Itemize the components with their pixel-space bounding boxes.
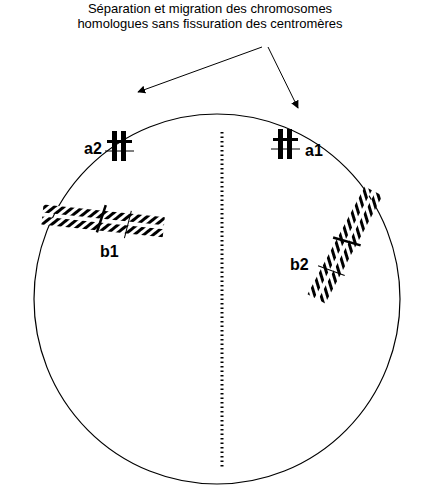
chromosome-label: a1 <box>305 142 323 160</box>
chromosome-a1 <box>271 129 300 159</box>
callout-note: Séparation et migration des chromosomes … <box>60 2 360 32</box>
chromosome-label: b2 <box>290 256 309 274</box>
leader-arrow <box>138 47 262 92</box>
leader-arrow <box>268 47 298 108</box>
chromosome-b1 <box>41 199 166 243</box>
chromosome-b2 <box>304 185 386 306</box>
cell-membrane <box>34 114 400 484</box>
chromosome-label: b1 <box>100 243 119 261</box>
chromosome-a2 <box>105 131 134 161</box>
equatorial-plate <box>221 132 224 468</box>
chromosome-label: a2 <box>84 140 102 158</box>
